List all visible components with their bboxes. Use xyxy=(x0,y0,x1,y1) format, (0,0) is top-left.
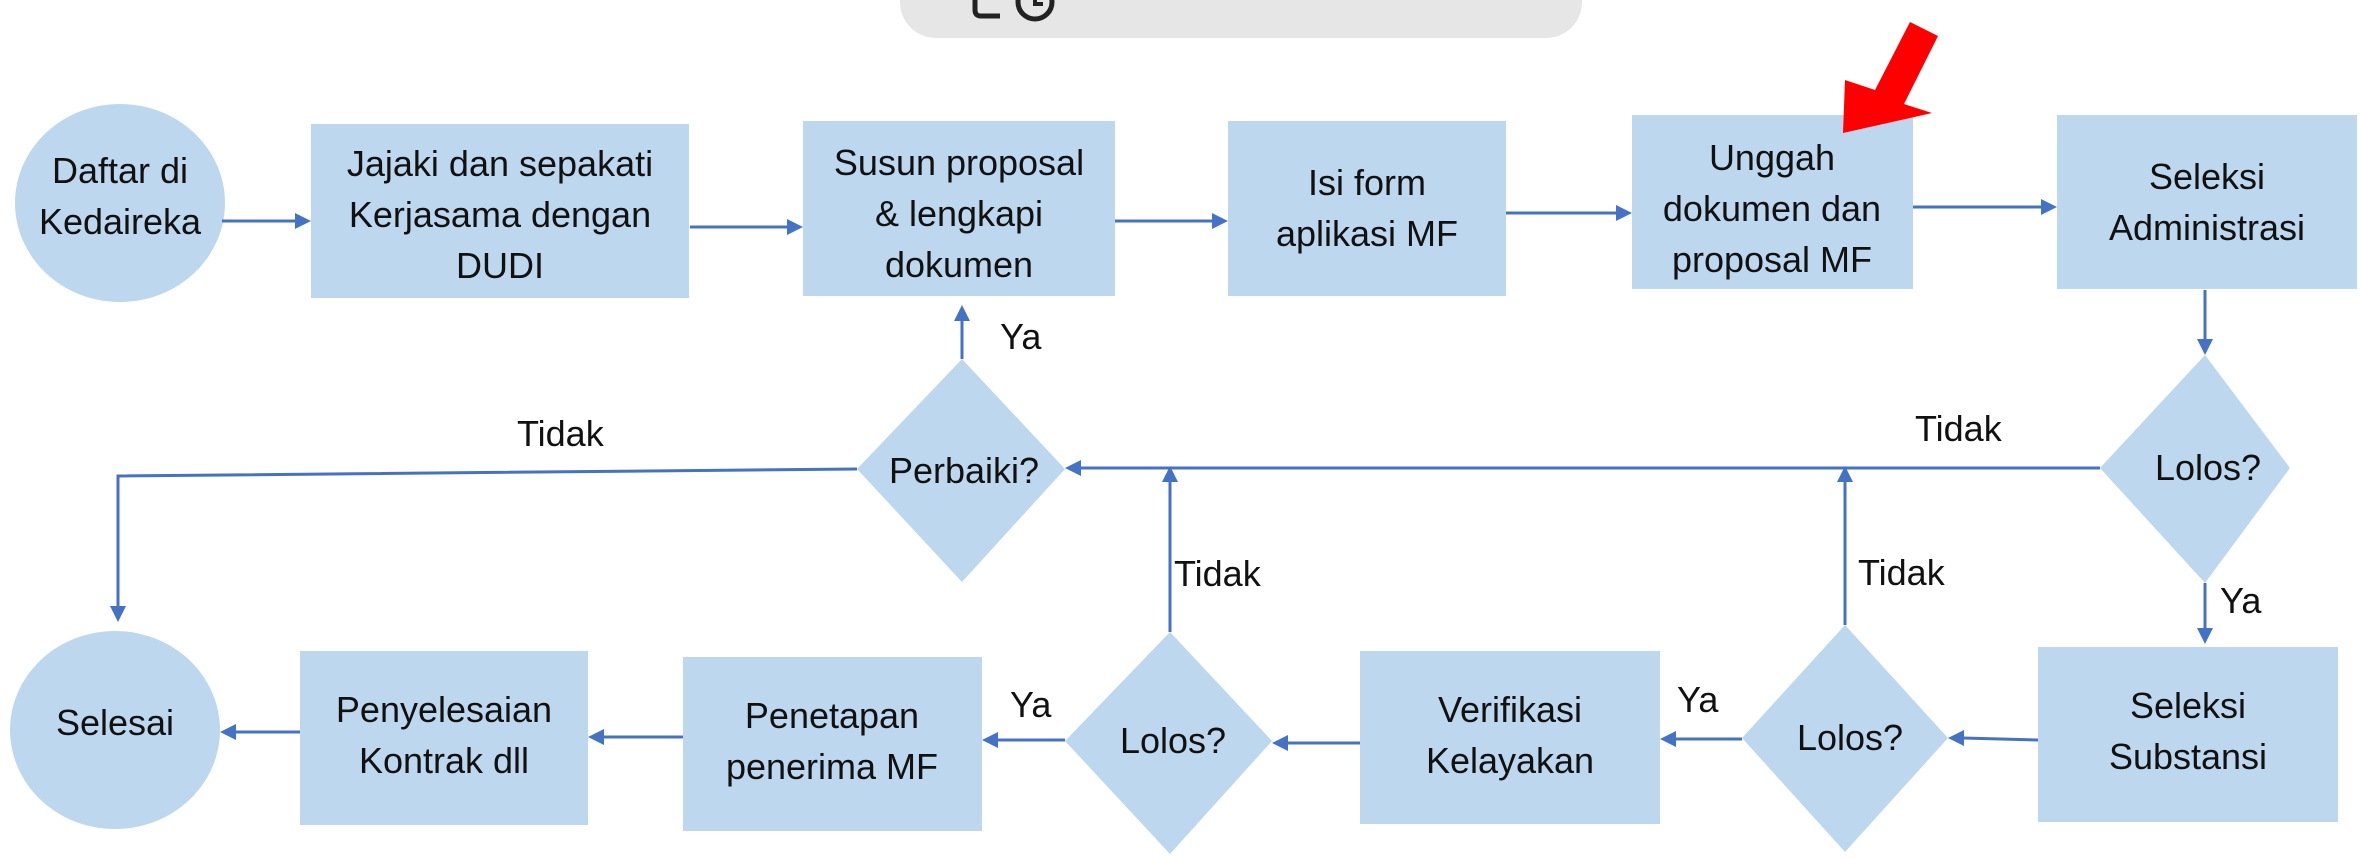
arrowhead xyxy=(2197,628,2213,644)
node-verifikasi-kelayakan xyxy=(1360,651,1660,824)
node-unggah-dokumen xyxy=(1632,115,1913,289)
node-lolos-administrasi xyxy=(2100,355,2290,583)
connector-line xyxy=(116,467,858,606)
node-label: Jajaki dan sepakati xyxy=(347,143,653,184)
node-label: dokumen dan xyxy=(1663,188,1881,229)
node-labels: Daftar di Kedaireka Jajaki dan sepakati … xyxy=(39,137,2305,787)
arrowhead xyxy=(982,732,998,748)
node-label: Substansi xyxy=(2109,736,2267,777)
node-label: Kedaireka xyxy=(39,201,202,242)
shapes xyxy=(10,104,2357,854)
node-label: proposal MF xyxy=(1672,239,1872,280)
node-seleksi-substansi xyxy=(2038,647,2338,822)
node-label: dokumen xyxy=(885,244,1033,285)
toolbar-background xyxy=(900,0,1582,38)
node-selesai xyxy=(10,631,220,829)
red-pointer-arrow-icon xyxy=(1843,22,1938,133)
node-label: penerima MF xyxy=(726,746,938,787)
edge-label: Ya xyxy=(2220,580,2262,621)
edge-label: Tidak xyxy=(517,413,605,454)
edge-label: Ya xyxy=(1000,316,1042,357)
node-label: Unggah xyxy=(1709,137,1835,178)
arrowhead xyxy=(954,305,970,321)
node-jajaki xyxy=(311,124,689,298)
arrowhead xyxy=(2041,199,2057,215)
arrowhead xyxy=(787,219,803,235)
node-label: Seleksi xyxy=(2149,156,2265,197)
node-label: Perbaiki? xyxy=(889,450,1039,491)
arrowhead xyxy=(2197,339,2213,355)
arrowhead xyxy=(588,729,604,745)
node-susun-proposal xyxy=(803,121,1115,296)
node-label: Seleksi xyxy=(2130,685,2246,726)
edge-labels: Ya Tidak Tidak Ya Tidak Ya Tidak Ya xyxy=(517,316,2262,725)
node-isi-form xyxy=(1228,121,1506,296)
node-label: DUDI xyxy=(456,245,544,286)
node-perbaiki xyxy=(857,359,1065,582)
arrowhead xyxy=(220,724,236,740)
arrowhead xyxy=(1212,213,1228,229)
arrowhead xyxy=(110,606,126,622)
node-label: Penyelesaian xyxy=(336,689,552,730)
connectors xyxy=(110,199,2213,751)
node-label: Isi form xyxy=(1308,162,1426,203)
arrowhead xyxy=(1837,466,1853,482)
node-label: & lengkapi xyxy=(875,193,1043,234)
edge-label: Tidak xyxy=(1174,553,1262,594)
node-label: Selesai xyxy=(56,702,174,743)
node-label: aplikasi MF xyxy=(1276,213,1458,254)
image-icon[interactable] xyxy=(972,0,1055,22)
node-label: Kontrak dll xyxy=(359,740,529,781)
node-label: Kelayakan xyxy=(1426,740,1594,781)
node-label: Susun proposal xyxy=(834,142,1084,183)
node-seleksi-administrasi xyxy=(2057,115,2357,289)
arrowhead xyxy=(1162,466,1178,482)
arrowhead xyxy=(1616,205,1632,221)
arrowhead xyxy=(1272,735,1288,751)
arrowhead xyxy=(1660,731,1676,747)
arrowhead xyxy=(1065,460,1081,476)
node-lolos-verifikasi xyxy=(1065,632,1272,854)
edge-label: Tidak xyxy=(1858,552,1946,593)
edge-label: Ya xyxy=(1677,679,1719,720)
node-label: Administrasi xyxy=(2109,207,2305,248)
node-lolos-substansi xyxy=(1742,625,1948,852)
edge-label: Ya xyxy=(1010,684,1052,725)
node-label: Penetapan xyxy=(745,695,919,736)
node-label: Verifikasi xyxy=(1438,689,1582,730)
node-label: Daftar di xyxy=(52,150,188,191)
node-label: Kerjasama dengan xyxy=(349,194,651,235)
top-toolbar[interactable] xyxy=(900,0,1582,38)
connector-line xyxy=(1962,736,2039,742)
edge-label: Tidak xyxy=(1915,408,2003,449)
node-label: Lolos? xyxy=(1120,720,1226,761)
node-label: Lolos? xyxy=(2155,447,2261,488)
arrowhead xyxy=(1948,730,1964,746)
node-penyelesaian xyxy=(300,651,588,825)
node-daftar-di-kedaireka xyxy=(15,104,225,302)
node-penetapan xyxy=(683,657,982,831)
node-label: Lolos? xyxy=(1797,717,1903,758)
arrowhead xyxy=(295,213,311,229)
